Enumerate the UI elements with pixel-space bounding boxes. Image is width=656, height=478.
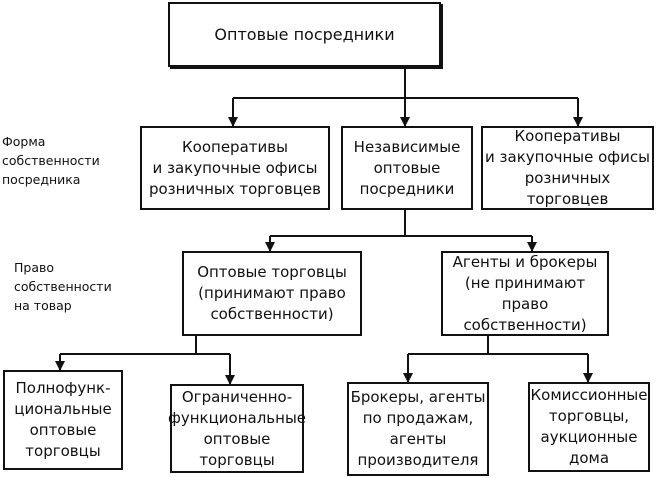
level3-label: Ограниченно- функциональные оптовые торг… (168, 387, 307, 469)
level3-label: Брокеры, агенты по продажам, агенты прои… (350, 388, 486, 469)
level1-box-middle: Независимые оптовые посредники (341, 126, 473, 210)
level2-box-agents-brokers: Агенты и брокеры (не принимают право соб… (441, 251, 609, 336)
level1-box-right: Кооперативы и закупочные офисы розничных… (481, 126, 654, 210)
root-label: Оптовые посредники (214, 25, 395, 44)
level3-box-limited-function: Ограниченно- функциональные оптовые торг… (168, 384, 307, 473)
level1-label: Кооперативы и закупочные офисы розничных… (148, 137, 321, 198)
level2-label: Агенты и брокеры (не принимают право соб… (452, 252, 598, 334)
level3-box-commission-auction: Комиссионные торговцы, aукционные дома (528, 382, 650, 472)
level3-label: Комиссионные торговцы, aукционные дома (530, 386, 648, 467)
level3-label: Полнофунк- циональные оптовые торговцы (14, 379, 112, 460)
level2-label: Оптовые торговцы (принимают право собств… (197, 263, 347, 323)
level3-box-brokers-agents: Брокеры, агенты по продажам, агенты прои… (347, 382, 489, 476)
side-label-ownership-right: Право собственности на товар (14, 260, 112, 313)
level3-box-full-function: Полнофунк- циональные оптовые торговцы (3, 370, 123, 470)
level1-box-left: Кооперативы и закупочные офисы розничных… (140, 126, 330, 210)
level2-box-wholesalers: Оптовые торговцы (принимают право собств… (182, 251, 362, 336)
level1-label: Кооперативы и закупочные офисы розничных… (485, 127, 650, 208)
root-box: Оптовые посредники (168, 2, 441, 67)
level1-label: Независимые оптовые посредники (353, 137, 461, 198)
side-label-ownership-form: Форма собственности посредника (2, 134, 100, 187)
